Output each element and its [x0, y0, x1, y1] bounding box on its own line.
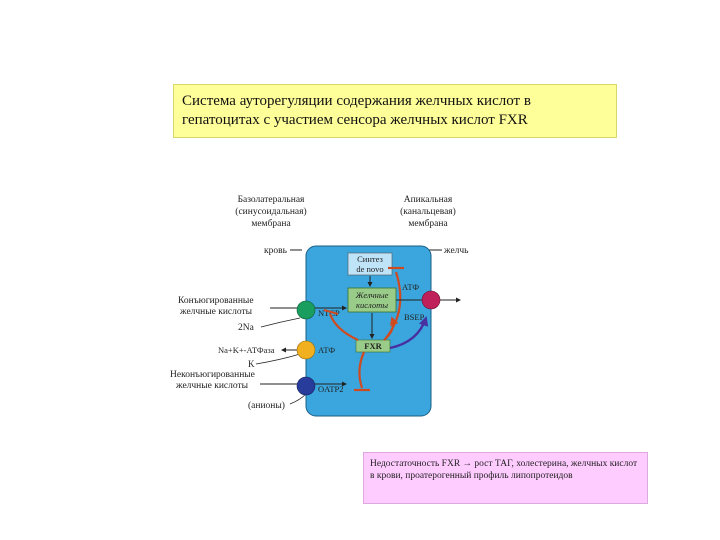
- na-k-atpase-label: Na+K+-АТФаза: [218, 345, 275, 355]
- sodium-arrow: [260, 317, 301, 328]
- unconjugated-label-2: желчные кислоты: [175, 381, 249, 391]
- note-box: Недостаточность FXR → рост ТАГ, холестер…: [363, 452, 648, 504]
- ntcp-label: NTCP: [318, 308, 340, 318]
- blood-label: кровь: [264, 246, 288, 256]
- note-text: Недостаточность FXR → рост ТАГ, холестер…: [370, 459, 638, 481]
- basolateral-label-2: (синусоидальная): [235, 206, 306, 217]
- fxr-repress-oatp2-arrow: [358, 351, 366, 389]
- anion-exchange-arrow: [289, 393, 307, 405]
- basolateral-label-3: мембрана: [251, 218, 291, 229]
- apical-label-1: Апикальная: [404, 195, 453, 205]
- ntcp-inhibition-bar: [323, 308, 339, 316]
- bile-acids-label-1: Желчные: [355, 290, 389, 300]
- oatp2-transporter: [296, 376, 316, 396]
- title-text: Система ауторегуляции содержания желчных…: [182, 93, 531, 128]
- atp-mid-label: АТФ: [318, 345, 335, 355]
- atp-top-label: АТФ: [402, 282, 419, 292]
- apical-label-2: (канальцевая): [400, 206, 456, 217]
- na-k-atpase-pump: [296, 340, 316, 360]
- title-box: Система ауторегуляции содержания желчных…: [173, 84, 617, 138]
- oatp2-label: OATP2: [318, 384, 344, 394]
- fxr-activate-bsep-arrow: [389, 316, 429, 350]
- fxr-box: [355, 339, 391, 353]
- fxr-feedback-arrow: [383, 316, 399, 341]
- synthesis-label-2: de novo: [356, 264, 383, 274]
- conjugated-label-2: желчные кислоты: [179, 307, 253, 317]
- synthesis-label-1: Синтез: [357, 254, 383, 264]
- bile-acids-label-2: кислоты: [356, 300, 388, 310]
- two-na-label: 2Na: [238, 323, 255, 333]
- bsep-label: BSEP: [404, 312, 425, 322]
- synthesis-box: [347, 252, 393, 276]
- unconjugated-label-1: Неконъюгированные: [170, 370, 255, 380]
- ntcp-transporter: [296, 300, 316, 320]
- bile-label: желчь: [443, 246, 469, 256]
- fxr-repress-ntcp-arrow: [328, 313, 359, 342]
- apical-label-3: мембрана: [408, 218, 448, 229]
- anions-label: (анионы): [248, 400, 285, 411]
- bsep-transporter: [421, 290, 441, 310]
- fxr-label: FXR: [364, 341, 382, 351]
- basolateral-label-1: Базолатеральная: [238, 195, 305, 205]
- conjugated-label-1: Конъюгированные: [178, 296, 254, 306]
- hepatocyte-diagram: Базолатеральная (синусоидальная) мембран…: [170, 195, 469, 417]
- k-in-arrow: [255, 353, 301, 365]
- k-label: K: [248, 359, 255, 369]
